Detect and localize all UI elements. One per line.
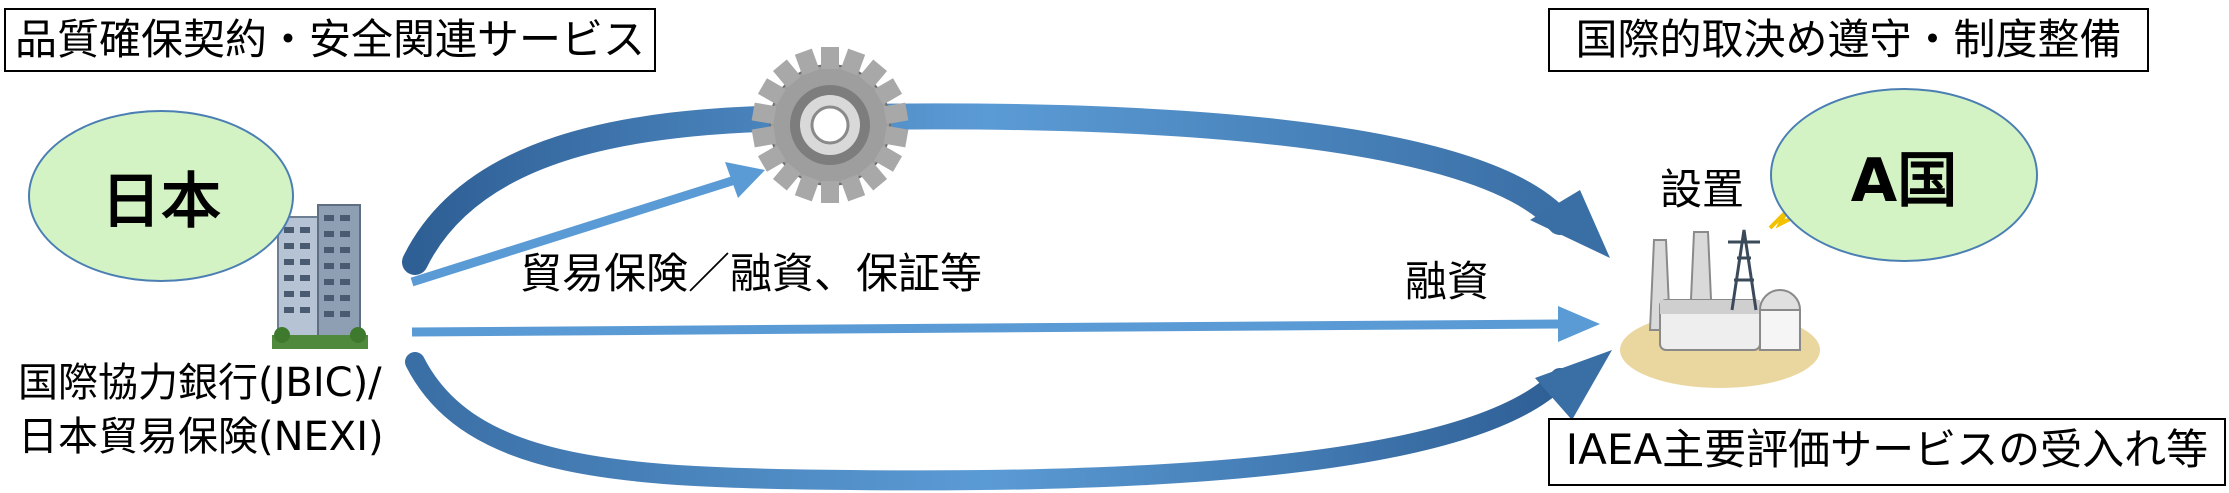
bottom-curved-arrow	[405, 350, 1612, 491]
bank-building-icon	[272, 204, 368, 349]
node-japan-label: 日本	[101, 166, 221, 237]
gear-icon	[751, 47, 909, 203]
node-japan: 日本	[28, 110, 294, 282]
node-country-a-label: A国	[1850, 145, 1958, 216]
financing-label: 融資	[1405, 257, 1490, 306]
power-plant-icon	[1620, 210, 1820, 388]
financing-arrow	[411, 306, 1600, 342]
insurance-arrow	[410, 162, 765, 287]
top-curved-arrow	[402, 103, 1610, 275]
box-iaea-services: IAEA主要評価サービスの受入れ等	[1548, 418, 2226, 486]
institutions-line-jbic: 国際協力銀行(JBIC)/	[18, 360, 382, 406]
install-label: 設置	[1660, 165, 1745, 214]
box-international-compliance: 国際的取決め遵守・制度整備	[1548, 8, 2149, 72]
institutions-label: 国際協力銀行(JBIC)/ 日本貿易保険(NEXI)	[18, 356, 384, 464]
box-quality-safety-services: 品質確保契約・安全関連サービス	[4, 8, 656, 72]
node-country-a: A国	[1770, 88, 2038, 262]
institutions-line-nexi: 日本貿易保険(NEXI)	[18, 414, 384, 460]
trade-insurance-label: 貿易保険／融資、保証等	[520, 249, 983, 298]
